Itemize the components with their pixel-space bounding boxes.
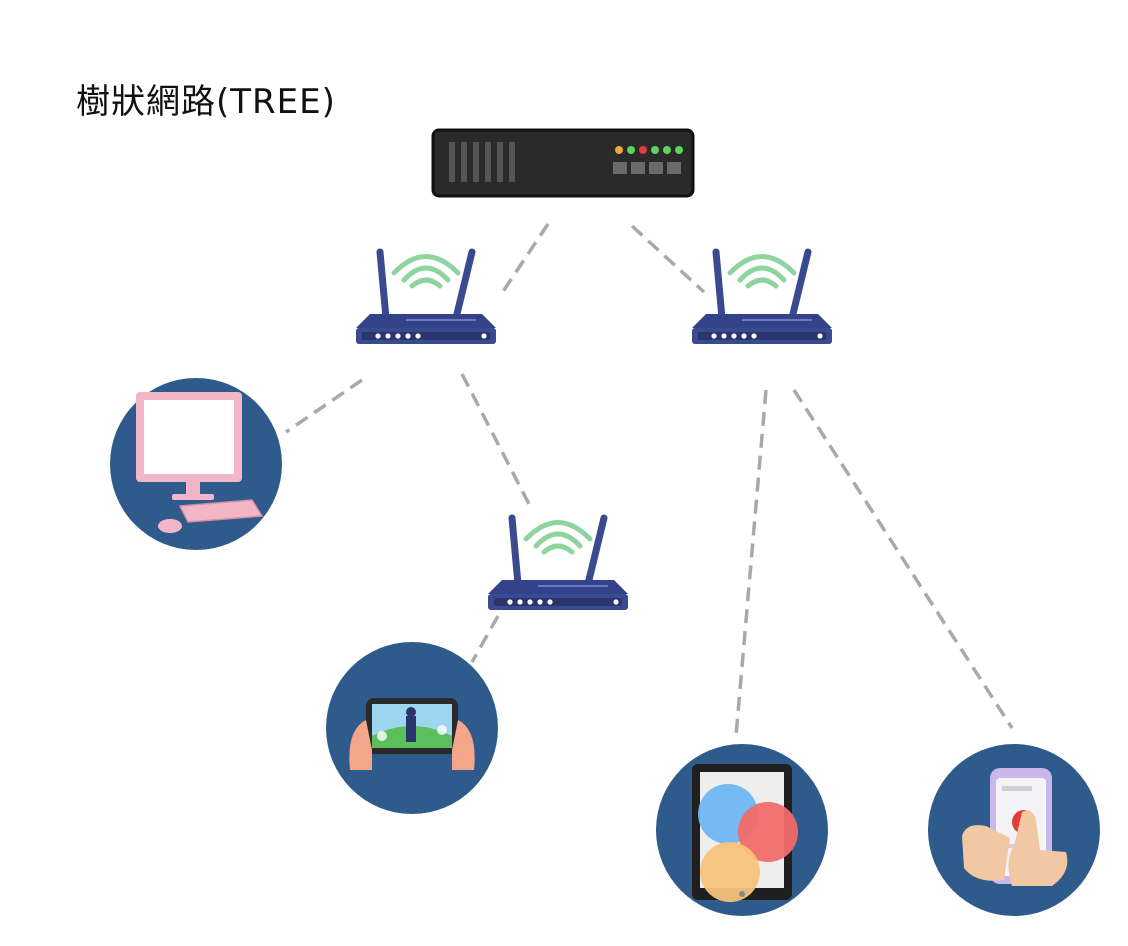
server-rack-icon: [431, 128, 695, 198]
wifi-router-icon-left: [356, 252, 496, 344]
connection-lines: [285, 223, 1014, 737]
link-router-right-tablet: [734, 389, 768, 737]
diagram-title: 樹狀網路(TREE): [76, 82, 336, 122]
link-server-router-right: [630, 224, 706, 294]
link-server-router-left: [498, 223, 550, 297]
desktop-computer-icon: [110, 378, 282, 550]
tablet-icon: [656, 744, 828, 916]
link-router-left-desktop: [285, 378, 363, 434]
link-router-left-router-bottom: [460, 373, 532, 507]
link-router-right-smartphone: [792, 389, 1014, 729]
link-router-bottom-phone-game: [470, 615, 500, 663]
smartphone-touch-icon: [928, 744, 1100, 916]
wifi-router-icon-right: [692, 252, 832, 344]
mobile-gaming-icon: [326, 642, 498, 814]
wifi-router-icon-bottom: [488, 518, 628, 610]
